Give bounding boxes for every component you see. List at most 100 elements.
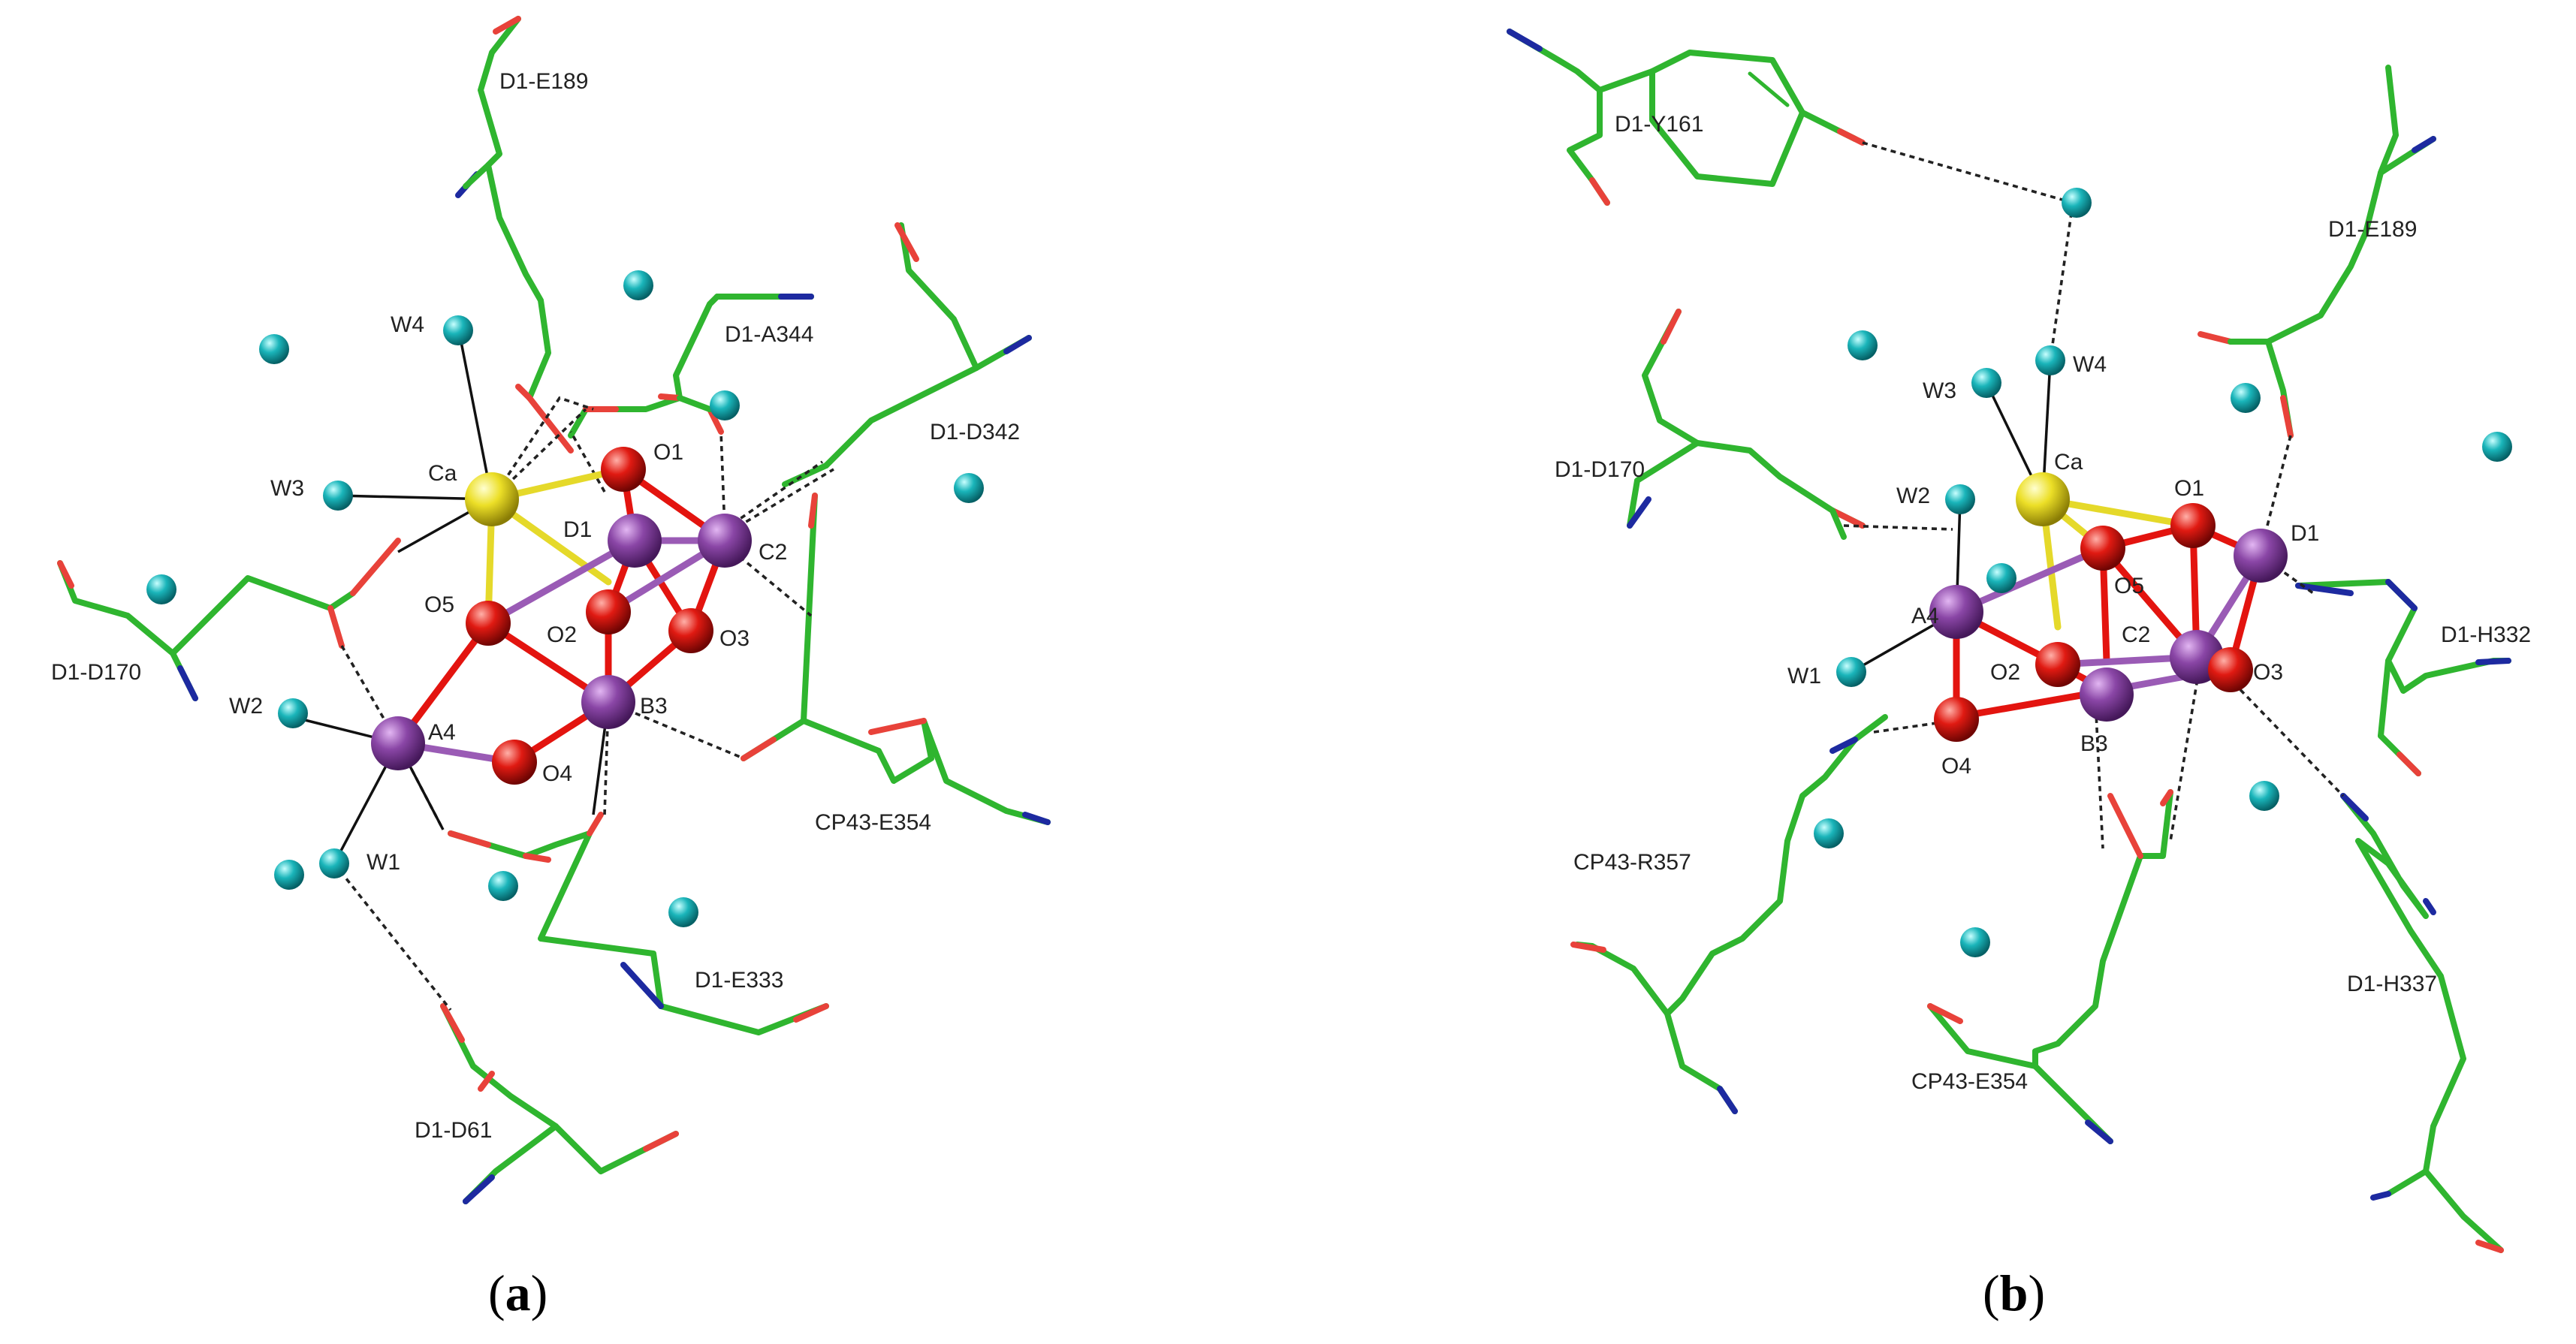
waters-b bbox=[1814, 188, 2512, 957]
label-a4: A4 bbox=[428, 720, 456, 745]
water-molecule bbox=[1848, 330, 1878, 360]
water-molecule bbox=[259, 334, 289, 364]
caption-a: (a) bbox=[488, 1264, 547, 1321]
residue-d1-h337 bbox=[2340, 793, 2504, 1253]
water-molecule bbox=[1836, 657, 1866, 687]
residue-d1-e333 bbox=[448, 812, 829, 1035]
water-molecule bbox=[2249, 781, 2279, 811]
residue-d1-d170 bbox=[57, 538, 401, 701]
label-o1: O1 bbox=[653, 440, 683, 465]
label-o1: O1 bbox=[2174, 476, 2204, 501]
residue-cp43-e354 bbox=[1927, 789, 2173, 1144]
label-w3: W3 bbox=[1923, 378, 1956, 403]
label-d1-e189: D1-E189 bbox=[2328, 217, 2417, 242]
label-d1-e189: D1-E189 bbox=[499, 69, 588, 94]
label-w2: W2 bbox=[1896, 484, 1930, 508]
label-w2: W2 bbox=[229, 694, 263, 719]
oxygen-atom-o1 bbox=[2170, 503, 2216, 548]
oxygen-atom-o3 bbox=[668, 608, 713, 653]
panel-a: D1-E189 D1-A344 D1-D342 D1-D170 CP43-E35… bbox=[51, 16, 1051, 1321]
label-d1-a344: D1-A344 bbox=[725, 322, 813, 347]
label-c2: C2 bbox=[2122, 622, 2150, 647]
oxygen-atom-o4 bbox=[1934, 697, 1979, 742]
labels-b: D1-Y161 D1-E189 D1-D170 D1-H332 CP43-R35… bbox=[1555, 112, 2531, 1094]
oxygen-atom-o2 bbox=[2035, 642, 2080, 687]
water-molecule bbox=[1945, 484, 1975, 514]
labels-a: D1-E189 D1-A344 D1-D342 D1-D170 CP43-E35… bbox=[51, 69, 1020, 1143]
residue-d1-d170 bbox=[1627, 309, 1866, 540]
residue-d1-y161 bbox=[1507, 29, 1866, 206]
atoms-b bbox=[1929, 472, 2288, 742]
residue-d1-d61 bbox=[440, 1003, 679, 1204]
label-o4: O4 bbox=[1941, 754, 1971, 779]
label-w1: W1 bbox=[1787, 664, 1821, 689]
label-d1-e333: D1-E333 bbox=[695, 968, 783, 993]
label-a4: A4 bbox=[1911, 604, 1939, 628]
label-ca: Ca bbox=[2054, 450, 2083, 475]
label-o5: O5 bbox=[2114, 574, 2144, 598]
label-ca: Ca bbox=[428, 461, 457, 486]
label-d1-d61: D1-D61 bbox=[415, 1118, 492, 1143]
panel-b: D1-Y161 D1-E189 D1-D170 D1-H332 CP43-R35… bbox=[1507, 29, 2531, 1321]
label-d1: D1 bbox=[2291, 521, 2319, 546]
label-o4: O4 bbox=[542, 761, 572, 786]
oxygen-atom-o4 bbox=[492, 740, 537, 785]
water-molecule bbox=[488, 871, 518, 901]
oxygen-atom-o3 bbox=[2208, 647, 2253, 692]
residue-d1-e189 bbox=[455, 16, 574, 454]
label-o3: O3 bbox=[719, 626, 750, 651]
water-molecule bbox=[443, 315, 473, 345]
hydrogen-bonds-b bbox=[1843, 141, 2345, 849]
residue-cp43-r357 bbox=[1570, 714, 1888, 1114]
waters-a bbox=[146, 270, 984, 927]
water-molecule bbox=[710, 390, 740, 420]
mn-atom-b3 bbox=[581, 675, 635, 729]
oxygen-atom-o5 bbox=[2080, 526, 2125, 571]
label-cp43-r357: CP43-R357 bbox=[1573, 850, 1691, 875]
mn-atom-b3 bbox=[2080, 667, 2134, 722]
water-molecule bbox=[1971, 368, 2001, 398]
water-molecule bbox=[146, 574, 176, 604]
water-molecule bbox=[278, 698, 308, 728]
label-o2: O2 bbox=[1990, 660, 2020, 685]
water-molecule bbox=[2035, 345, 2065, 375]
label-d1: D1 bbox=[563, 517, 592, 542]
residue-cp43-e354 bbox=[741, 493, 1051, 825]
label-w4: W4 bbox=[2073, 352, 2107, 377]
atoms-a bbox=[371, 447, 752, 785]
water-molecule bbox=[319, 848, 349, 878]
mn-atom-a4 bbox=[1929, 585, 1983, 639]
ca-atom bbox=[465, 472, 519, 526]
label-cp43-e354: CP43-E354 bbox=[815, 810, 931, 835]
water-molecule bbox=[668, 897, 698, 927]
label-o5: O5 bbox=[424, 592, 454, 617]
label-d1-h332: D1-H332 bbox=[2441, 622, 2531, 647]
label-w4: W4 bbox=[391, 312, 424, 337]
water-molecule bbox=[274, 860, 304, 890]
water-molecule bbox=[954, 473, 984, 503]
mn-atom-d1 bbox=[608, 514, 662, 568]
oxygen-atom-o2 bbox=[586, 589, 631, 634]
water-molecule bbox=[623, 270, 653, 300]
label-o3: O3 bbox=[2253, 660, 2283, 685]
water-molecule bbox=[2482, 432, 2512, 462]
residue-d1-h332 bbox=[2295, 579, 2511, 776]
mn-atom-c2 bbox=[698, 514, 752, 568]
residue-d1-d342 bbox=[782, 222, 1032, 487]
water-molecule bbox=[1814, 818, 1844, 848]
label-w1: W1 bbox=[366, 850, 400, 875]
label-d1-d170: D1-D170 bbox=[51, 660, 141, 685]
water-molecule bbox=[323, 481, 353, 511]
oxygen-atom-o1 bbox=[601, 447, 646, 492]
label-d1-y161: D1-Y161 bbox=[1615, 112, 1703, 137]
label-d1-d342: D1-D342 bbox=[930, 420, 1020, 444]
label-c2: C2 bbox=[759, 540, 787, 565]
ca-atom bbox=[2016, 472, 2070, 526]
residue-d1-a344 bbox=[568, 294, 814, 438]
label-o2: O2 bbox=[547, 622, 577, 647]
residue-d1-e189 bbox=[2197, 65, 2436, 438]
water-molecule bbox=[2231, 383, 2261, 413]
caption-b: (b) bbox=[1983, 1264, 2045, 1321]
oxygen-atom-o5 bbox=[466, 601, 511, 646]
